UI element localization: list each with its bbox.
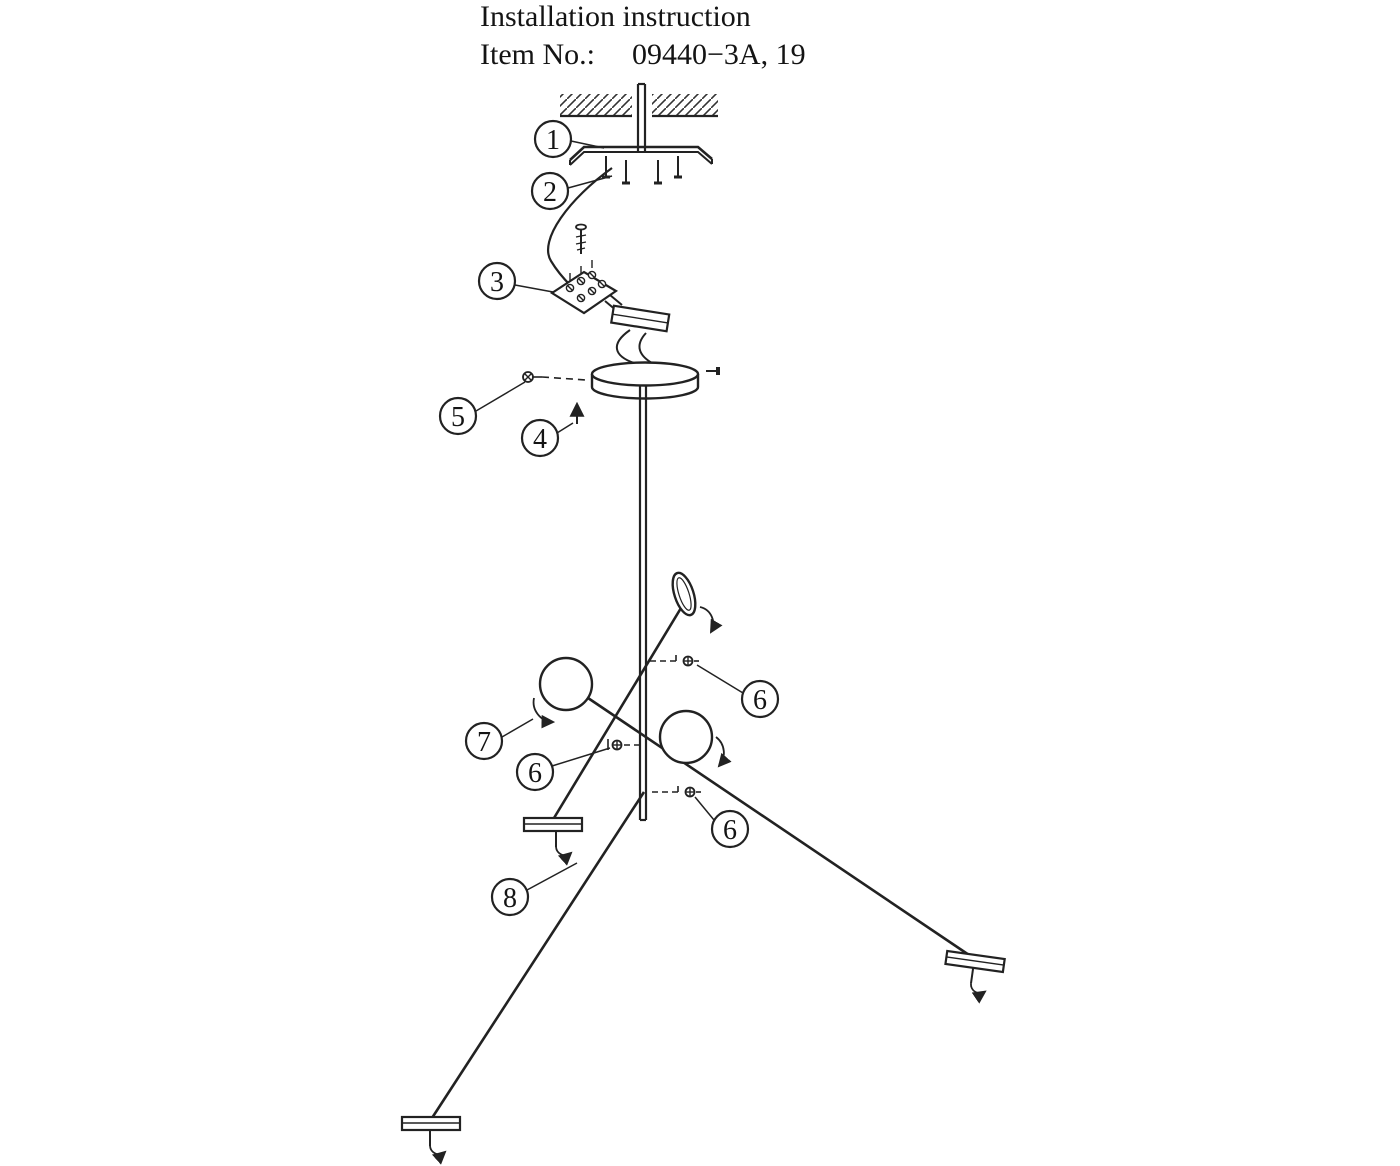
leader-step-3 [514,284,554,293]
callout-label: 1 [546,125,560,156]
rotate-arrow-icon [555,846,573,866]
terminal-screw-heads [565,260,607,303]
leader-step-6-lower [694,796,715,821]
callout-step-7: 7 [464,721,504,761]
lamp-holder-3 [400,1115,462,1165]
ball-shade-2 [658,709,714,765]
lamp-holder-2 [944,949,1006,1004]
canopy-wire [616,329,635,364]
ceiling-hatch-right [652,94,718,116]
callout-label: 5 [451,402,465,433]
leader-step-6-upper [696,664,744,694]
arm-left-long [430,791,646,1119]
callout-step-6-lower: 6 [710,809,750,849]
callout-step-6-upper: 6 [740,679,780,719]
callout-label: 6 [723,815,737,846]
rotate-arrow-icon [429,1145,447,1165]
set-screw-middle [607,739,641,751]
ceiling-hatch [560,94,718,118]
callout-label: 6 [528,758,542,789]
rotate-arrow-icon [970,983,987,1004]
callout-step-4: 4 [520,418,560,458]
callout-step-6-middle: 6 [515,752,555,792]
set-screw-upper [650,655,699,667]
set-screw-lower [652,786,701,798]
terminal-wire [609,294,623,306]
rotate-arrow-icon [699,606,723,634]
arm-right [587,696,973,959]
callout-label: 3 [490,267,504,298]
leader-step-4 [556,422,574,434]
item-no-value: 09440−3A, 19 [632,38,806,71]
callout-step-5: 5 [438,396,478,436]
ball-shade-1 [538,656,594,712]
ceiling-stem-rod [636,82,647,152]
callouts: 1 2 3 5 4 6 7 6 [438,119,780,917]
leader-step-1 [570,140,605,149]
rotate-arrow-icon [532,697,556,729]
leader-step-2 [567,175,613,189]
side-screw [522,371,587,383]
mounting-bracket [569,145,713,185]
bracket-screw [674,156,682,179]
arm-upper [552,607,683,819]
canopy [590,361,720,400]
down-rod [638,386,648,822]
leader-step-8 [526,862,578,891]
canopy-wire [638,332,653,364]
callout-label: 6 [753,685,767,716]
leader-step-5 [475,381,526,412]
leader-step-7 [501,718,534,738]
item-no-label: Item No.: [480,38,595,71]
bracket-screw [622,160,630,185]
leader-step-6-middle [551,747,611,767]
bracket-screw [654,160,662,185]
callout-step-2: 2 [530,171,570,211]
terminal-block [549,260,619,315]
callout-label: 4 [533,424,547,455]
disc-shade [671,571,697,617]
callout-label: 2 [543,177,557,208]
canopy-right-screw-head [716,367,720,375]
callout-leaders [475,140,744,891]
ceiling-hatch-left [560,94,632,116]
callout-label: 7 [477,727,491,758]
callout-step-3: 3 [477,261,517,301]
callout-step-8: 8 [490,877,530,917]
connector-box [609,304,671,333]
lamp-holder-1 [522,816,584,866]
callout-step-1: 1 [533,119,573,159]
callout-label: 8 [503,883,517,914]
page-title: Installation instruction [480,0,751,33]
terminal-screw [575,223,587,254]
power-wire [546,167,613,287]
rotate-arrow-icon [715,736,732,768]
